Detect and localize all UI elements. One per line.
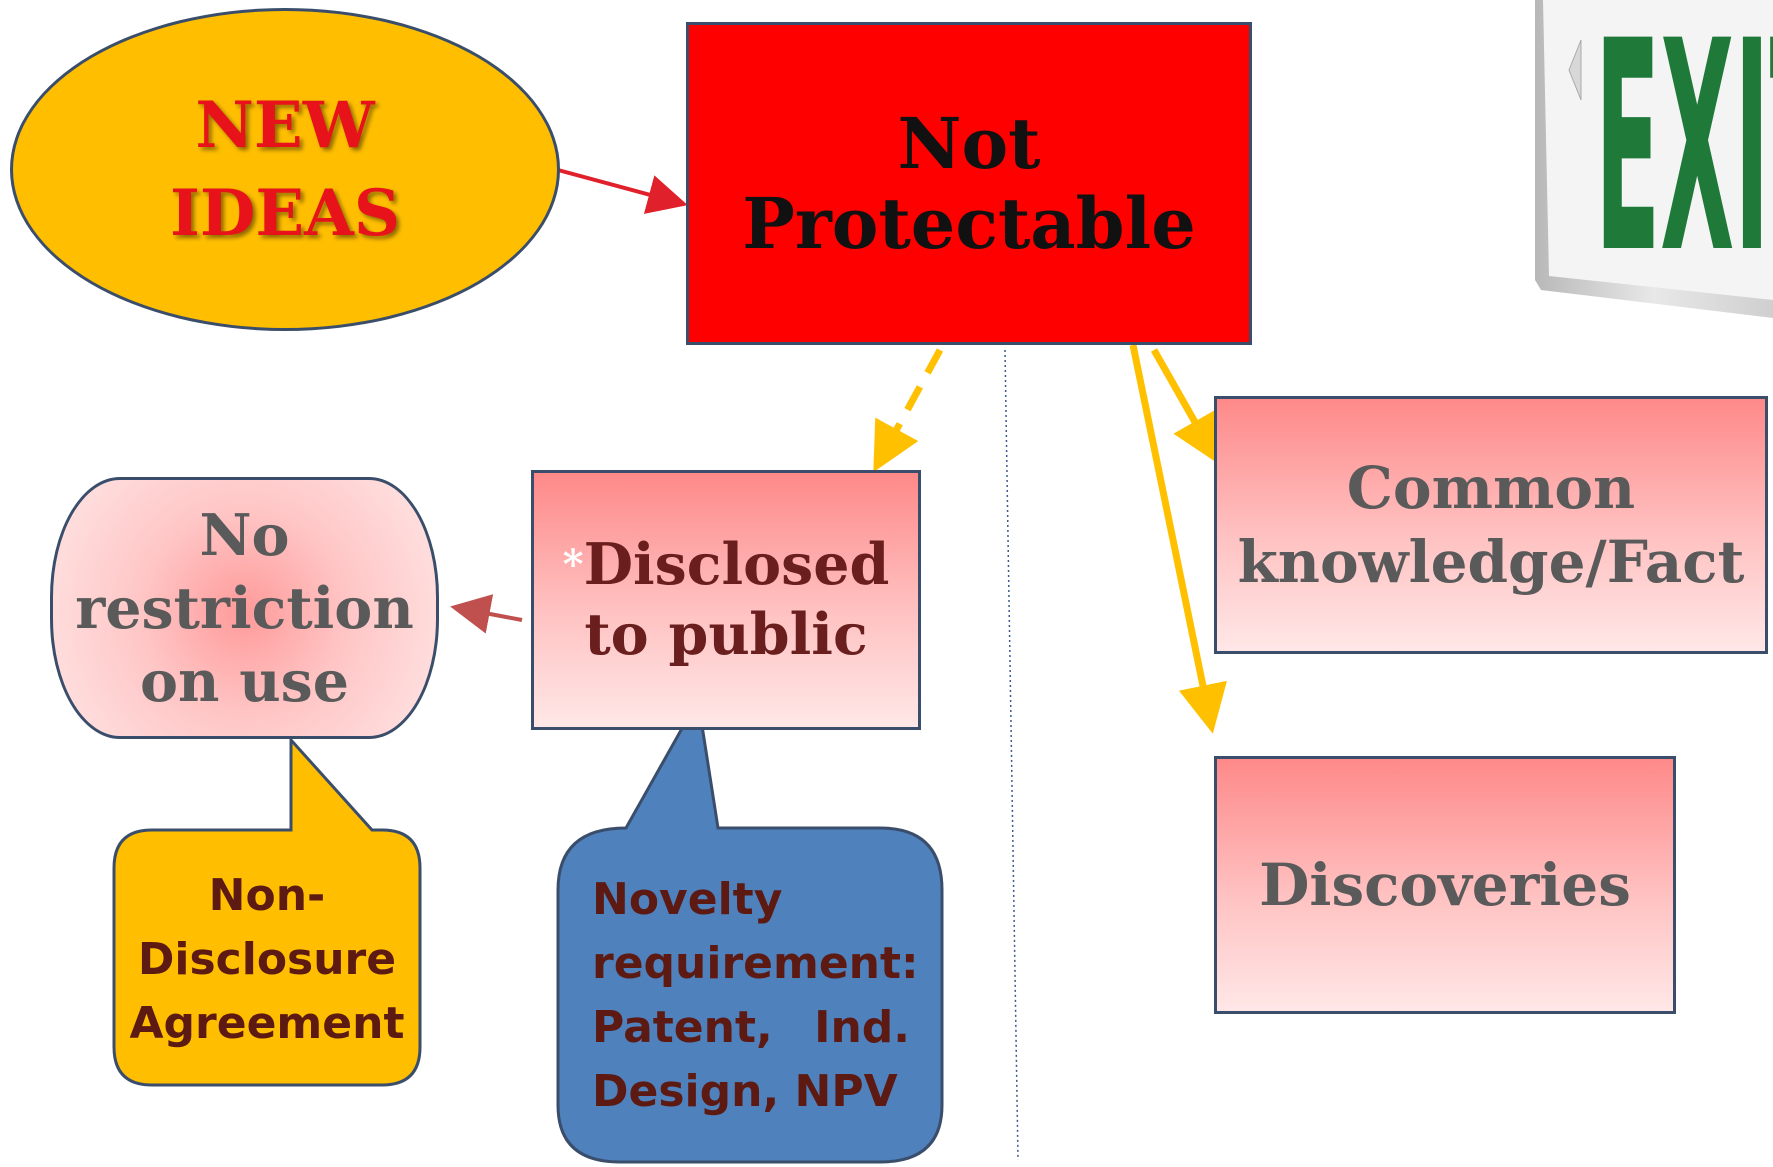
- discoveries-label: Discoveries: [1259, 851, 1631, 919]
- new-ideas-line1: NEW: [195, 87, 375, 163]
- no-restriction-line3: on use: [139, 647, 350, 715]
- novelty-callout: Novelty requirement: Patent, Ind. Design…: [592, 868, 919, 1148]
- disclosed-node: *Disclosed to public: [531, 470, 921, 730]
- novelty-line3b: Ind.: [814, 1002, 910, 1053]
- not-protectable-label: Not Protectable: [742, 101, 1196, 265]
- nda-callout-bubble: [112, 736, 422, 1087]
- nda-line2: Disclosure: [137, 934, 397, 985]
- disclosed-asterisk: *: [562, 541, 584, 588]
- novelty-line3a: Patent,: [592, 1002, 773, 1053]
- arrow-new-ideas-to-not-protectable: [557, 168, 688, 214]
- common-knowledge-node: Common knowledge/Fact: [1214, 396, 1768, 654]
- exit-sign-image: EXIT: [1535, 0, 1773, 318]
- no-restriction-line2: restriction: [75, 574, 414, 642]
- arrow-to-common-knowledge: [1150, 348, 1219, 465]
- exit-sign-text: EXIT: [1595, 0, 1773, 317]
- no-restriction-line1: No: [199, 501, 290, 569]
- new-ideas-node: NEW IDEAS: [10, 8, 560, 331]
- no-restriction-node: No restriction on use: [50, 477, 439, 739]
- novelty-callout-bubble: [556, 695, 944, 1164]
- not-protectable-node: Not Protectable: [686, 22, 1252, 345]
- new-ideas-line2: IDEAS: [169, 175, 401, 251]
- divider-line: [1004, 349, 1019, 1161]
- disclosed-line1: Disclosed: [583, 531, 890, 598]
- novelty-line1: Novelty: [592, 874, 783, 925]
- nda-line1: Non-: [208, 870, 326, 921]
- discoveries-node: Discoveries: [1214, 756, 1676, 1014]
- nda-line3: Agreement: [129, 998, 405, 1049]
- arrow-to-disclosed: [873, 348, 944, 473]
- novelty-line2: requirement:: [592, 938, 919, 989]
- arrow-to-discoveries: [1129, 344, 1227, 734]
- common-line2: knowledge/Fact: [1237, 528, 1745, 596]
- novelty-line4: Design, NPV: [592, 1066, 898, 1117]
- disclosed-line2: to public: [584, 601, 868, 668]
- nda-callout: Non- Disclosure Agreement: [114, 860, 420, 1060]
- arrow-to-no-restriction: [450, 594, 523, 634]
- common-line1: Common: [1346, 454, 1636, 522]
